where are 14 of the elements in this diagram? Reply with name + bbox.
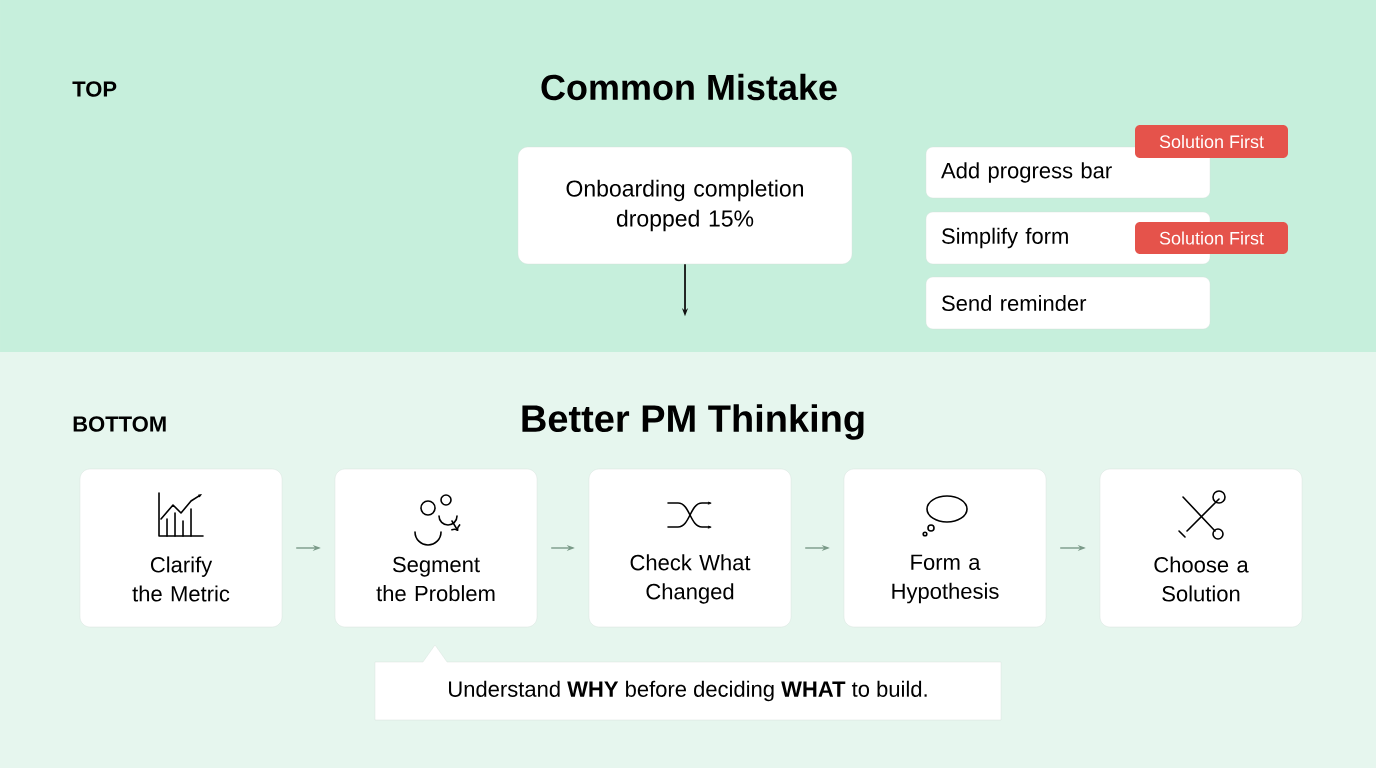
section-label: BOTTOM (73, 416, 166, 432)
step-card: Check What Changed (588, 468, 792, 628)
section-heading: Common Mistake (541, 73, 837, 101)
solution-box: Send reminder (925, 276, 1211, 330)
warning-badge: Solution First (1135, 125, 1288, 158)
metric-card: Onboarding completion dropped 15% (517, 146, 853, 265)
callout-box: Understand WHY before deciding WHAT to build. (374, 644, 1002, 721)
section-heading: Better PM Thinking (522, 404, 864, 440)
step-card: Choose a Solution (1099, 468, 1303, 628)
warning-badge: Solution First (1135, 222, 1288, 254)
step-card: Segment the Problem (334, 468, 538, 628)
step-card: Clarify the Metric (79, 468, 283, 628)
section-label: TOP (72, 81, 117, 97)
step-card: Form a Hypothesis (843, 468, 1047, 628)
